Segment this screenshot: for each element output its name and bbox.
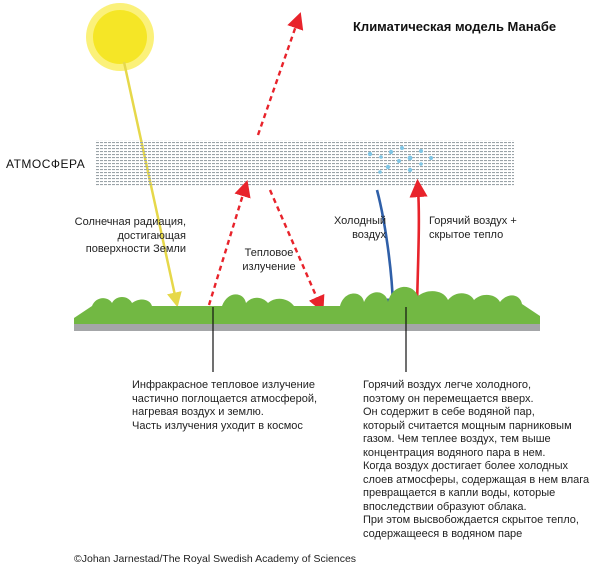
left-caption-line: Инфракрасное тепловое излучение (132, 379, 316, 391)
solar-radiation-label: Солнечная радиация, достигающая поверхно… (36, 216, 186, 257)
left-caption-line: Часть излучения уходит в космос (132, 419, 303, 432)
atmosphere-band (96, 140, 514, 187)
cold-air-label-line: Холодный (333, 215, 386, 227)
image-credit: ©Johan Jarnestad/The Royal Swedish Acade… (74, 553, 357, 565)
thermal-label-line: излучение (242, 260, 296, 273)
cold-air-arrow (375, 189, 401, 314)
right-caption-line: Горячий воздух легче холодного, (363, 379, 532, 391)
sun-icon (86, 3, 154, 71)
hot-air-label: Горячий воздух + скрытое тепло (429, 215, 549, 242)
hot-air-arrow (409, 178, 428, 307)
hot-air-label-line: скрытое тепло (429, 228, 504, 241)
right-caption-line: концентрация водяного пара в нем. (363, 446, 546, 459)
right-caption-line: поэтому он перемещается вверх. (363, 392, 534, 405)
diagram-title: Климатическая модель Манабе (353, 19, 557, 34)
thermal-radiation-label: Тепловое излучение (224, 247, 314, 274)
atmosphere-label: АТМОСФЕРА (6, 157, 86, 171)
right-caption-line: Когда воздух достигает более холодных (363, 460, 569, 472)
right-caption-line: газом. Чем теплее воздух, тем выше (363, 433, 551, 445)
right-caption: Горячий воздух легче холодного, поэтому … (363, 379, 595, 541)
cold-air-label: Холодный воздух (306, 215, 386, 242)
solar-label-line: Солнечная радиация, (74, 216, 186, 228)
cold-air-label-line: воздух (352, 228, 386, 241)
ground-strip (74, 286, 540, 331)
right-caption-line: превращается в капли воды, которые (363, 487, 556, 499)
right-caption-line: содержащееся в водяном паре (363, 527, 523, 540)
solar-label-line: поверхности Земли (85, 243, 186, 255)
right-caption-line: впоследствии образуют облака. (363, 500, 527, 513)
right-caption-line: который считается мощным парниковым (363, 419, 572, 432)
hot-air-label-line: Горячий воздух + (429, 215, 517, 227)
right-caption-line: Он содержит в себе водяной пар, (363, 406, 535, 418)
left-caption-line: нагревая воздух и землю. (132, 406, 264, 418)
thermal-label-line: Тепловое (244, 247, 294, 259)
thermal-radiation-arrows (207, 12, 325, 313)
left-caption-line: частично поглощается атмосферой, (132, 392, 318, 405)
right-caption-line: При этом высвобождается скрытое тепло, (363, 514, 579, 526)
water-droplets (367, 146, 433, 174)
solar-label-line: достигающая (117, 229, 186, 242)
left-caption: Инфракрасное тепловое излучение частично… (132, 379, 332, 433)
right-caption-line: слоев атмосферы, содержащая в нем влага (363, 473, 590, 486)
